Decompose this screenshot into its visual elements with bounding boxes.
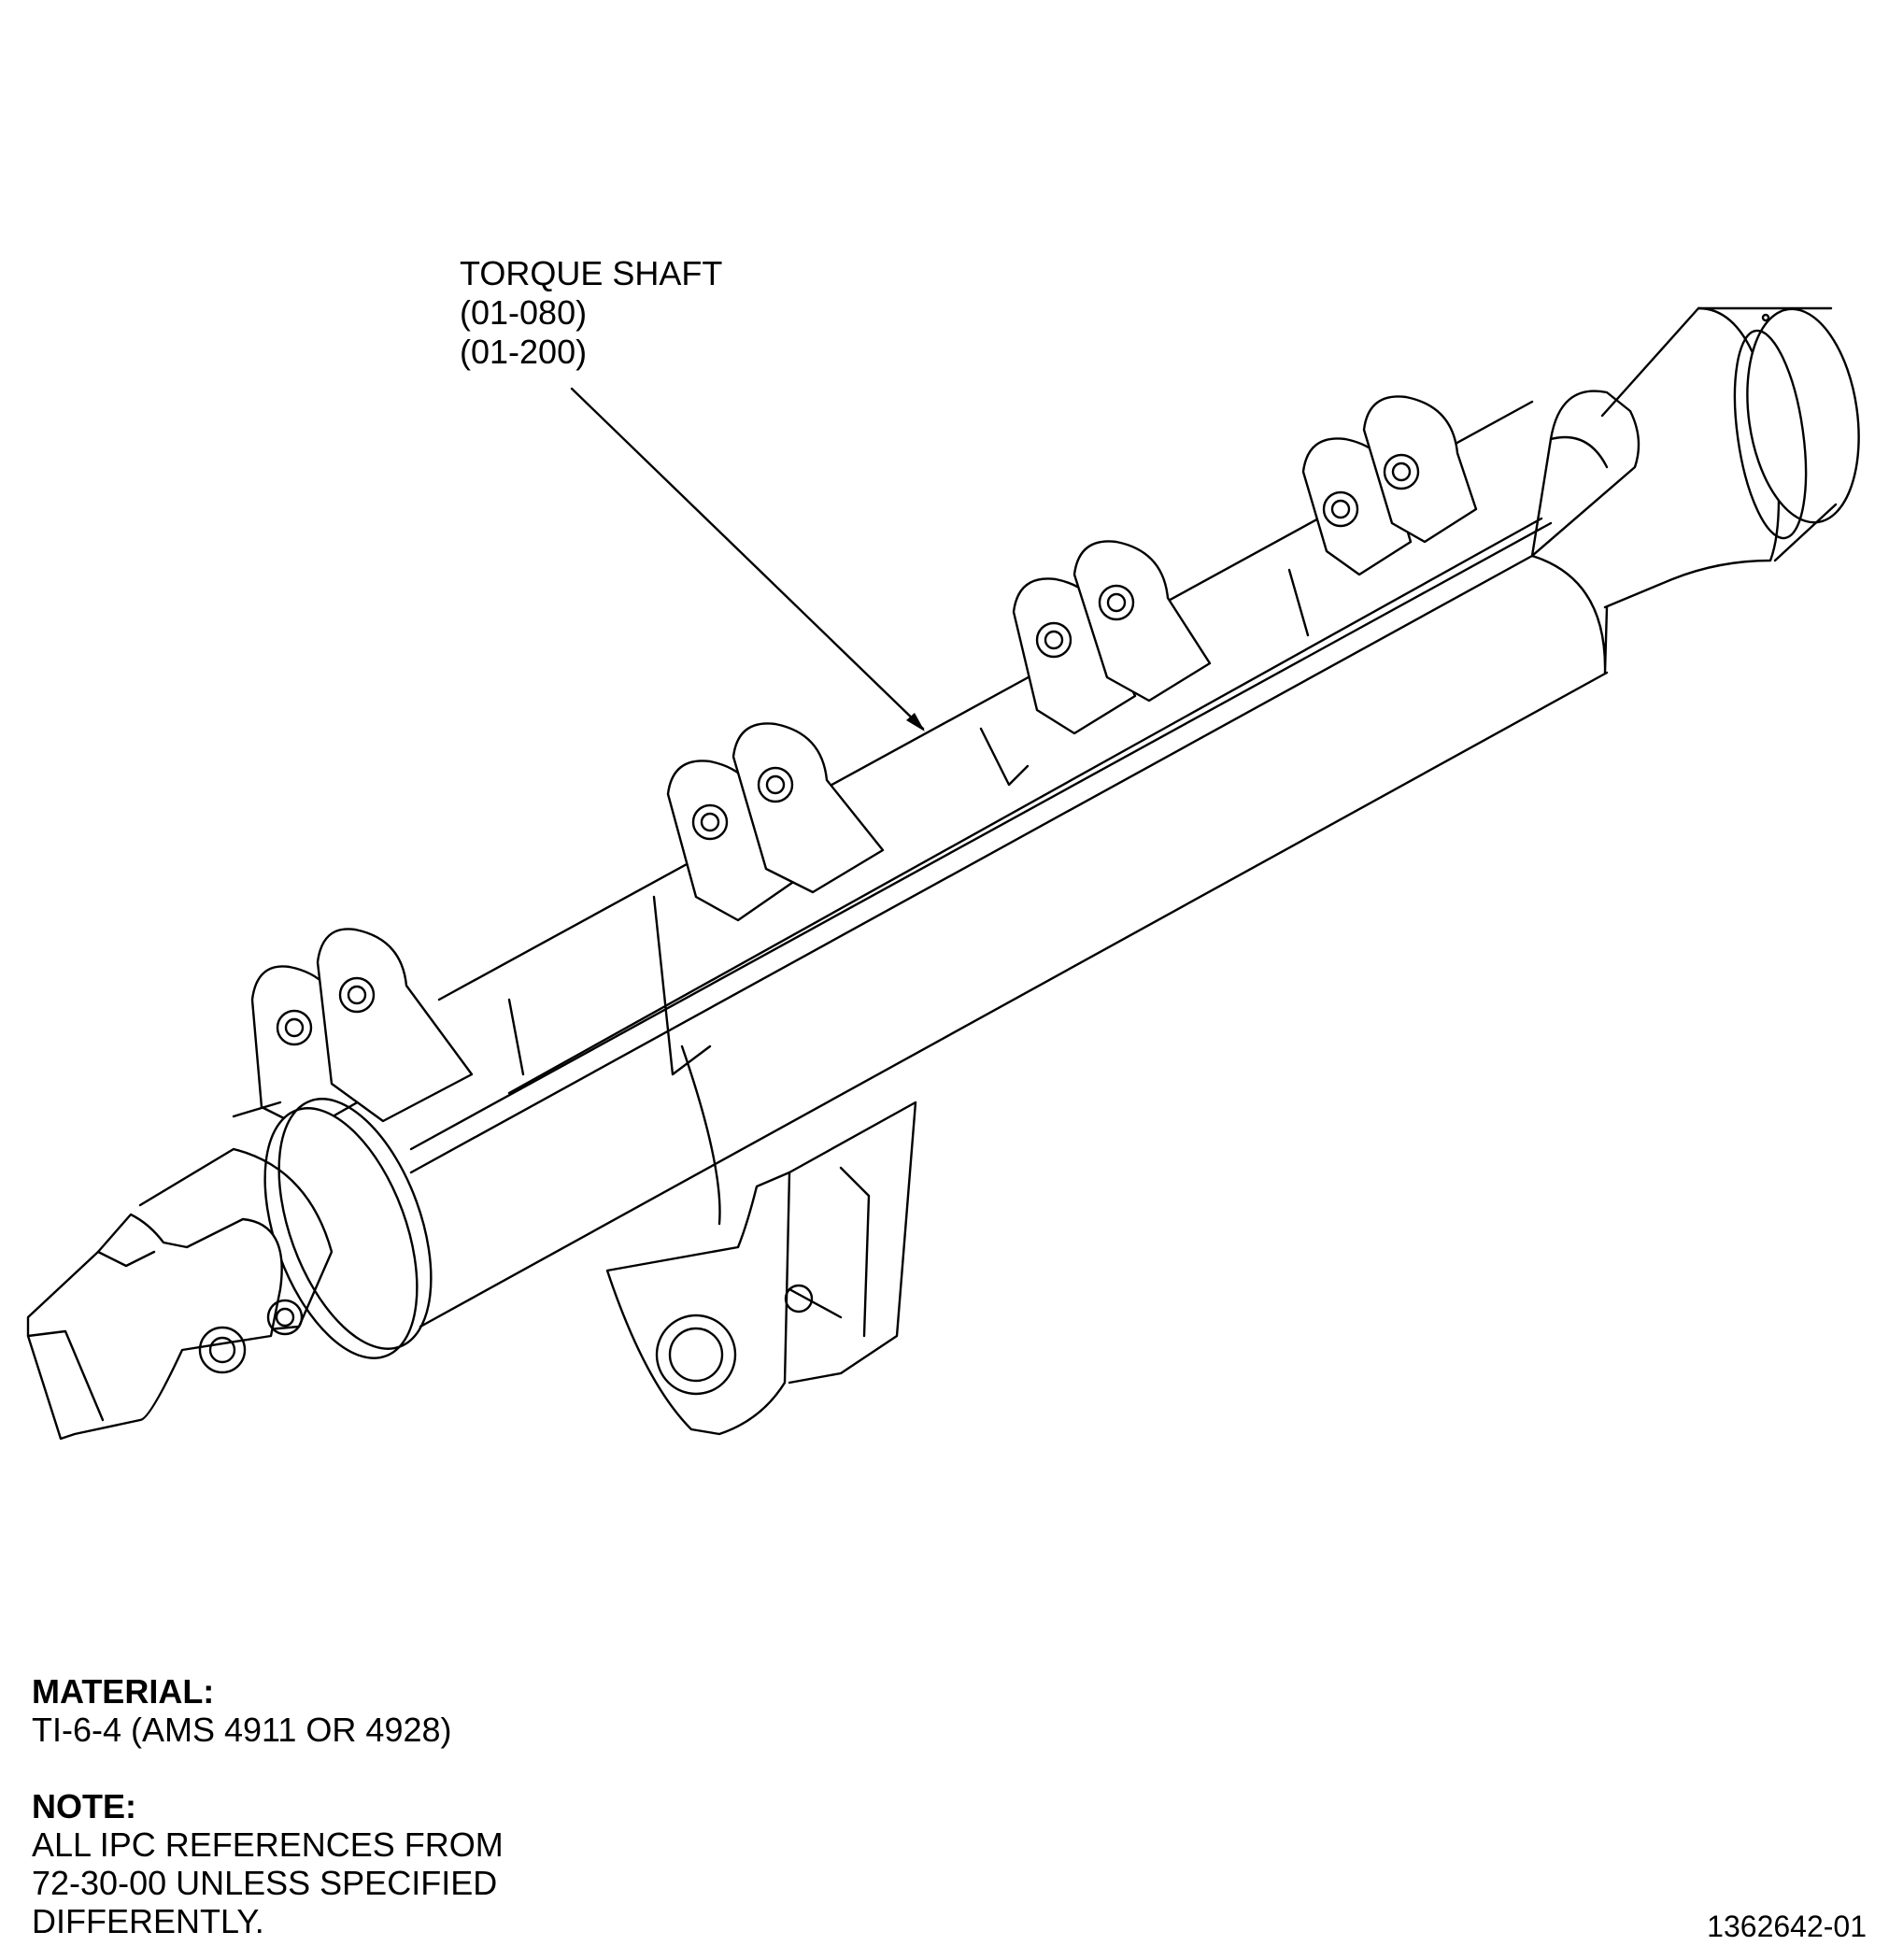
lug-pair-3 xyxy=(1012,540,1212,735)
shaft-left-end xyxy=(26,1098,433,1441)
lug-pair-4 xyxy=(1301,395,1478,576)
part-name-label: TORQUE SHAFT xyxy=(460,254,723,292)
part-ref-1: (01-080) xyxy=(460,293,588,332)
drawing-number: 1362642-01 xyxy=(1707,1910,1867,1943)
part-ref-2: (01-200) xyxy=(460,333,588,371)
note-line-3: DIFFERENTLY. xyxy=(32,1902,264,1940)
lug-pair-2 xyxy=(666,722,885,922)
material-value: TI-6-4 (AMS 4911 OR 4928) xyxy=(32,1711,452,1749)
shaft-main-body xyxy=(409,390,1640,1328)
lower-bracket xyxy=(605,1101,917,1436)
note-line-2: 72-30-00 UNLESS SPECIFIED xyxy=(32,1864,498,1902)
notes-spacer xyxy=(32,1749,504,1787)
shaft-end-cap-right xyxy=(1600,306,1860,609)
note-heading: NOTE: xyxy=(32,1787,136,1825)
notes-block: MATERIAL: TI-6-4 (AMS 4911 OR 4928) NOTE… xyxy=(32,1672,504,1940)
note-line-1: ALL IPC REFERENCES FROM xyxy=(32,1825,504,1864)
material-heading: MATERIAL: xyxy=(32,1672,215,1711)
part-callout: TORQUE SHAFT (01-080) (01-200) xyxy=(460,254,722,372)
lug-pair-1 xyxy=(250,928,474,1132)
callout-leader xyxy=(570,387,925,731)
